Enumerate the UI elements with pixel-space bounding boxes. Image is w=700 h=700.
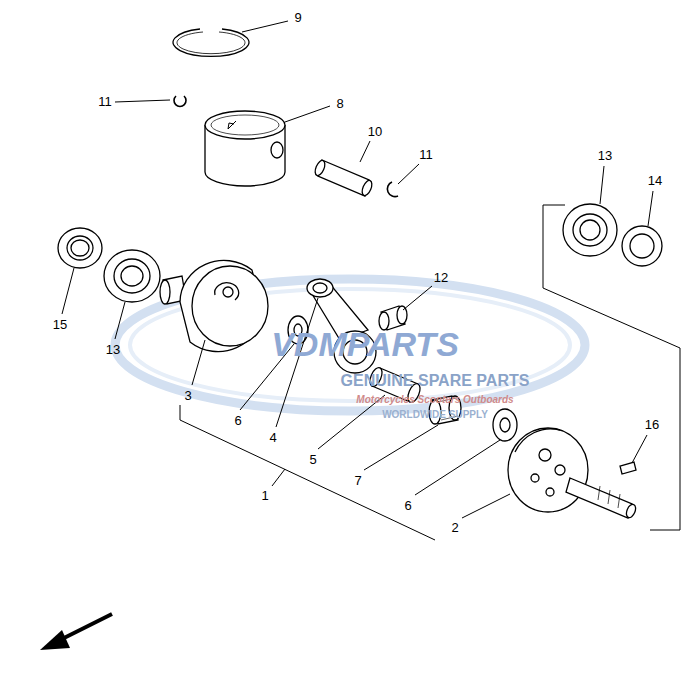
- callout-number: 5: [309, 453, 316, 467]
- callout-number: 15: [53, 318, 67, 332]
- callout-number: 1: [261, 489, 268, 503]
- watermark-text: GENUINE SPARE PARTS: [341, 372, 530, 390]
- direction-arrow: [40, 614, 112, 650]
- watermark-text: Motorcycles Scooters Outboards: [356, 394, 513, 405]
- crank-half: [160, 260, 268, 351]
- callout-number: 7: [354, 474, 361, 488]
- leader-lines: [62, 21, 680, 540]
- callout-number: 11: [98, 95, 112, 109]
- piston-ring: [173, 29, 249, 56]
- callout-number: 4: [269, 431, 276, 445]
- ball-bearing: [563, 204, 617, 256]
- ball-bearing: [104, 250, 160, 302]
- callout-number: 16: [645, 418, 659, 432]
- piston-pin: [313, 159, 374, 197]
- watermark-text: WORLDWIDE SUPPLY: [382, 409, 488, 420]
- callout-number: 9: [294, 11, 301, 25]
- callout-number: 13: [106, 343, 120, 357]
- callout-number: 3: [184, 389, 191, 403]
- callout-number: 14: [648, 174, 662, 188]
- woodruff-key: [620, 462, 636, 474]
- callout-number: 11: [419, 148, 433, 162]
- callout-number: 6: [404, 499, 411, 513]
- thrust-washer: [493, 409, 517, 441]
- oil-seal: [58, 228, 102, 268]
- circlip: [174, 96, 186, 106]
- callout-number: 13: [598, 149, 612, 163]
- callout-number: 6: [234, 414, 241, 428]
- callout-number: 8: [336, 97, 343, 111]
- crank-half: [508, 428, 637, 519]
- oil-seal: [622, 226, 662, 266]
- watermark-text: VDMPARTS: [271, 326, 459, 363]
- callout-number: 10: [368, 125, 382, 139]
- circlip: [387, 182, 398, 197]
- piston: [205, 111, 285, 186]
- callout-number: 2: [451, 521, 458, 535]
- callout-number: 12: [434, 271, 448, 285]
